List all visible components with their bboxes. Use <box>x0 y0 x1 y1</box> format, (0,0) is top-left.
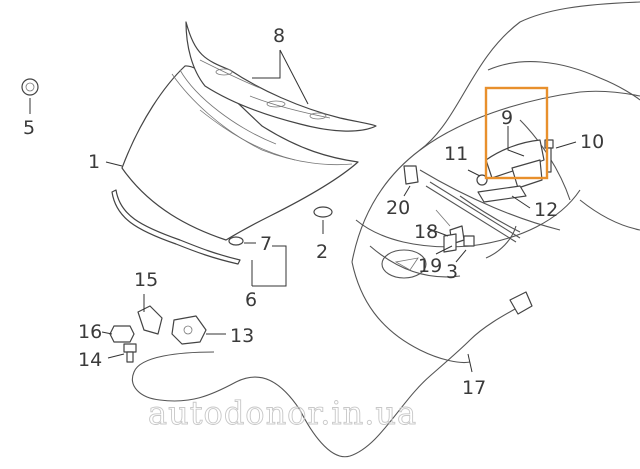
hood-panel <box>121 65 359 241</box>
callout-16: 16 <box>78 321 102 343</box>
plug-part <box>313 206 333 218</box>
callout-12: 12 <box>534 199 558 221</box>
callout-13: 13 <box>230 325 254 347</box>
release-cable <box>132 291 533 458</box>
callout-18: 18 <box>414 221 438 243</box>
watermark-text: autodonor.in.ua <box>148 394 417 432</box>
hood-hinge <box>476 139 545 189</box>
callout-15: 15 <box>134 269 158 291</box>
callout-2: 2 <box>316 241 328 263</box>
callout-3: 3 <box>446 261 458 283</box>
callout-1: 1 <box>88 151 100 173</box>
clip-7-part <box>228 236 244 246</box>
lock-bracket-part <box>137 305 163 335</box>
callout-5: 5 <box>23 117 35 139</box>
callout-14: 14 <box>78 349 102 371</box>
callout-6: 6 <box>245 289 257 311</box>
callout-19: 19 <box>418 255 442 277</box>
nut-16-part <box>109 325 135 343</box>
callout-7: 7 <box>260 233 272 255</box>
callout-8: 8 <box>273 25 285 47</box>
callout-9: 9 <box>501 107 513 129</box>
clip-parts <box>403 165 475 253</box>
hood-insulator <box>185 21 377 132</box>
bolt-14-part <box>123 343 137 363</box>
hood-front-seal <box>111 189 241 265</box>
callout-17: 17 <box>462 377 486 399</box>
hinge-bracket <box>477 185 527 203</box>
callout-10: 10 <box>580 131 604 153</box>
highlight-frame <box>484 86 549 180</box>
leader-lines <box>29 49 577 373</box>
callout-20: 20 <box>386 197 410 219</box>
emblem-part <box>21 78 39 96</box>
callout-11: 11 <box>444 143 468 165</box>
hood-lock-part <box>171 315 207 345</box>
vehicle-body <box>351 1 640 364</box>
